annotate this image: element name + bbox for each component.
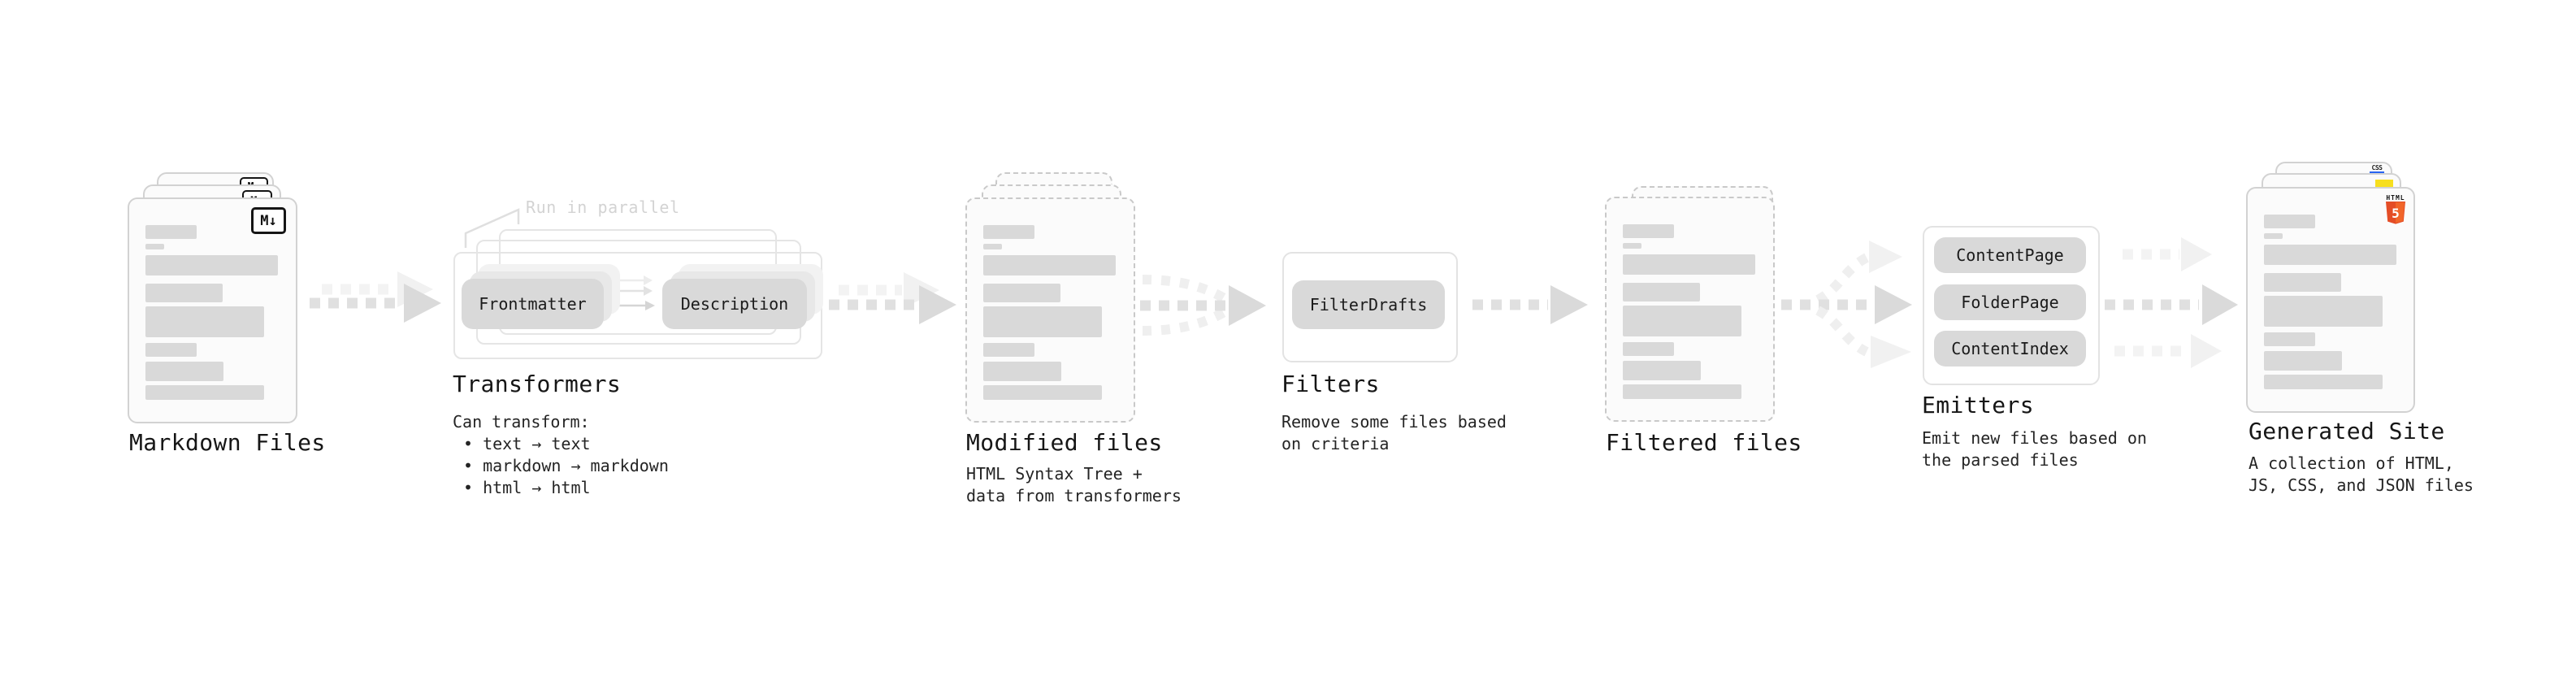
transformers-desc-heading: Can transform: [453,412,590,432]
css-icon-underline [2370,171,2384,174]
filters-title: Filters [1281,371,1380,397]
doc-line [145,385,264,400]
doc-line [1623,342,1674,356]
filtered-files-title: Filtered files [1606,429,1802,456]
html5-icon: HTML 5 [2386,195,2405,224]
arrow-filtered-to-emitters-split [1781,241,1912,368]
filterdrafts-pill: FilterDrafts [1292,280,1445,329]
transformers-title: Transformers [453,371,622,397]
doc-line [2264,332,2315,346]
generated-site-subtitle: A collection of HTML, [2249,453,2454,473]
filtered-file-card [1605,197,1775,422]
arrow-transformers-to-modified [829,272,956,324]
doc-line [145,284,223,302]
transformers-bullet: • html → html [463,478,591,497]
generated-site-subtitle: JS, CSS, and JSON files [2249,475,2474,495]
modified-files-title: Modified files [966,429,1163,456]
transformers-bullet: • markdown → markdown [463,456,669,475]
html5-icon-shield: 5 [2386,202,2405,224]
contentpage-pill: ContentPage [1934,237,2086,273]
doc-line [145,244,164,249]
markdown-icon: M↓ [251,207,286,234]
doc-line [145,362,223,381]
transformer-parallel-arrows [611,275,655,310]
doc-line [2264,215,2315,228]
doc-line [1623,384,1741,399]
arrow-filters-to-filtered [1472,285,1588,324]
doc-line [145,225,197,239]
generated-site-card: HTML 5 [2246,187,2415,413]
arrow-markdown-to-transformers [310,271,441,323]
modified-files-subtitle: data from transformers [966,486,1182,505]
doc-line [1623,283,1700,301]
folderpage-pill: FolderPage [1934,284,2086,320]
doc-line [2264,375,2383,389]
emitters-title: Emitters [1922,392,2035,419]
arrow-modified-to-filters-merge [1140,275,1266,336]
doc-line [1623,254,1755,275]
css-icon: CSS [2370,165,2384,174]
doc-line [983,255,1116,275]
filters-subtitle: Remove some files based [1281,412,1507,432]
js-icon [2375,180,2393,188]
emitters-subtitle: the parsed files [1922,450,2079,470]
frontmatter-pill: Frontmatter [462,279,604,329]
emitters-subtitle: Emit new files based on [1922,428,2147,448]
css-icon-text: CSS [2371,164,2383,171]
doc-line [2264,296,2383,327]
doc-line [983,284,1060,302]
doc-line [1623,224,1674,238]
doc-line [2264,351,2342,371]
run-in-parallel-note: Run in parallel [526,197,680,217]
doc-line [145,255,278,275]
svg-text:5: 5 [2392,206,2400,221]
doc-line [983,343,1034,357]
doc-line [2264,233,2283,239]
description-pill: Description [662,279,807,329]
run-in-parallel-connector [464,208,520,248]
doc-line [1623,361,1701,380]
modified-files-subtitle: HTML Syntax Tree + [966,464,1143,484]
doc-line [983,306,1102,337]
generated-site-title: Generated Site [2249,418,2445,445]
html5-icon-wordmark: HTML [2386,194,2405,202]
transformers-bullet: • text → text [463,434,591,453]
doc-line [983,225,1034,239]
modified-file-card [965,197,1135,423]
markdown-file-card: M↓ [128,197,297,423]
doc-line [983,385,1102,400]
doc-line [145,306,264,337]
filters-subtitle: on criteria [1281,434,1390,453]
doc-line [1623,306,1741,336]
contentindex-pill: ContentIndex [1934,331,2086,367]
doc-line [983,362,1061,381]
doc-line [2264,273,2341,292]
arrow-emitters-to-generated [2105,237,2238,368]
doc-line [145,343,197,357]
doc-line [1623,243,1641,249]
doc-line [2264,245,2396,265]
markdown-files-title: Markdown Files [129,429,326,456]
doc-line [983,244,1002,249]
